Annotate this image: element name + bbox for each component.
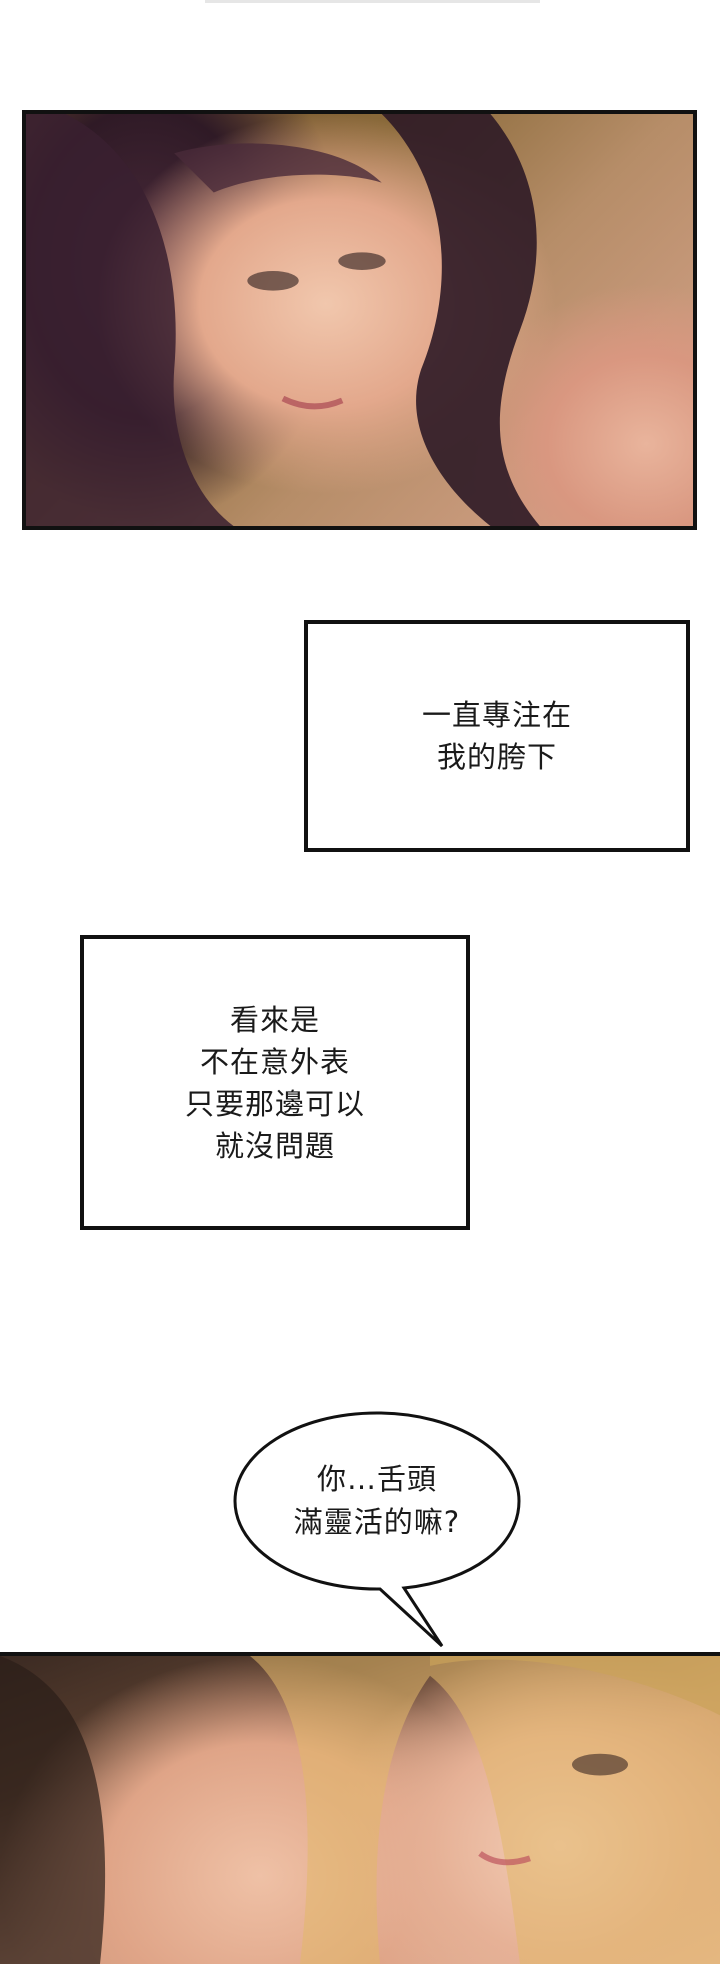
narration-1-line-1: 一直專注在 bbox=[421, 698, 572, 732]
speech-bubble-shape bbox=[233, 1411, 521, 1648]
narration-2-line-2: 不在意外表 bbox=[199, 1044, 350, 1079]
narration-2-line-4: 就沒問題 bbox=[214, 1128, 335, 1163]
top-divider bbox=[205, 0, 540, 3]
hair-illustration bbox=[26, 114, 540, 526]
speech-bubble-text: 你…舌頭 滿靈活的嘛? bbox=[294, 1458, 460, 1544]
narration-1-line-2: 我的胯下 bbox=[436, 740, 557, 774]
speech-line-1: 你…舌頭 bbox=[316, 1462, 437, 1496]
narration-text-2: 看來是 不在意外表 只要那邊可以 就沒問題 bbox=[185, 999, 365, 1167]
speech-line-2: 滿靈活的嘛? bbox=[293, 1505, 461, 1539]
narration-2-line-1: 看來是 bbox=[229, 1002, 320, 1037]
blonde-hair-illustration bbox=[0, 1656, 720, 1964]
narration-box-1: 一直專注在 我的胯下 bbox=[304, 620, 690, 852]
comic-panel-brunette-woman bbox=[22, 110, 697, 530]
narration-2-line-3: 只要那邊可以 bbox=[184, 1086, 365, 1121]
comic-panel-blonde-woman bbox=[0, 1652, 720, 1964]
narration-box-2: 看來是 不在意外表 只要那邊可以 就沒問題 bbox=[80, 935, 470, 1230]
narration-text-1: 一直專注在 我的胯下 bbox=[422, 694, 572, 778]
speech-bubble: 你…舌頭 滿靈活的嘛? bbox=[232, 1410, 522, 1648]
